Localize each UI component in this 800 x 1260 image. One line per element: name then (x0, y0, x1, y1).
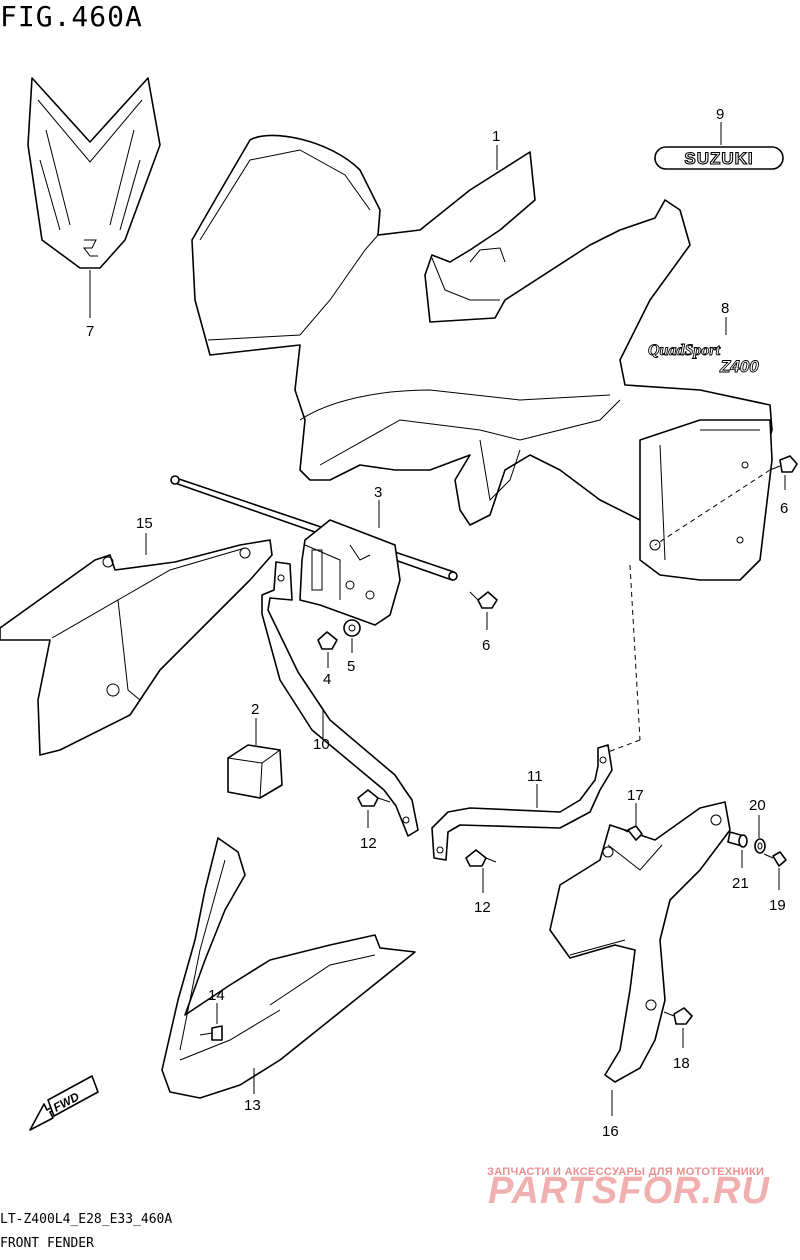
part-14-screw[interactable] (199, 1003, 223, 1041)
part-17-screw[interactable] (619, 803, 643, 841)
callout-10: 10 (313, 736, 330, 753)
callout-15: 15 (136, 515, 153, 532)
callout-13: 13 (244, 1097, 261, 1114)
part-11-right-stay[interactable] (431, 564, 641, 861)
callout-6-right: 6 (780, 500, 788, 517)
part-1-front-fender[interactable] (191, 134, 773, 581)
part-9-suzuki-decal[interactable]: SUZUKI (654, 122, 784, 170)
watermark-brand: PARTSFOR.RU (488, 1170, 770, 1212)
callout-8: 8 (721, 300, 729, 317)
callout-17: 17 (627, 787, 644, 804)
callout-12-left: 12 (360, 835, 377, 852)
quadsport-decal-text: QuadSport (648, 342, 721, 359)
callout-6-center: 6 (482, 637, 490, 654)
callout-14: 14 (208, 987, 225, 1004)
part-5-collar[interactable] (343, 619, 361, 653)
part-21-collar[interactable] (727, 831, 748, 868)
figure-name: FRONT FENDER (0, 1236, 94, 1251)
part-8-quadsport-decal[interactable]: QuadSport Z400 (648, 317, 760, 376)
part-13-lower-left-guard[interactable] (161, 837, 416, 1099)
part-19-screw[interactable] (763, 851, 787, 890)
part-12-bolt-left[interactable] (357, 789, 391, 828)
part-15-left-side-cover[interactable] (0, 533, 273, 756)
callout-21: 21 (732, 875, 749, 892)
figure-model-code: LT-Z400L4_E28_E33_460A (0, 1212, 173, 1227)
watermark-tagline: ЗАПЧАСТИ И АКСЕССУАРЫ ДЛЯ МОТОТЕХНИКИ (487, 1166, 765, 1178)
part-16-right-side-cover[interactable] (549, 801, 731, 1116)
callout-5: 5 (347, 658, 355, 675)
z400-decal-text: Z400 (719, 357, 759, 376)
fwd-arrow-icon: FWD (29, 1075, 99, 1131)
callout-18: 18 (673, 1055, 690, 1072)
part-10-left-stay[interactable] (261, 561, 419, 837)
part-2-cushion[interactable] (227, 718, 283, 799)
callout-12-right: 12 (474, 899, 491, 916)
part-4-bolt[interactable] (317, 631, 338, 668)
figure-title: FIG.460A (0, 0, 143, 33)
callout-16: 16 (602, 1123, 619, 1140)
part-20-washer[interactable] (754, 815, 766, 854)
callout-3: 3 (374, 484, 382, 501)
callout-2: 2 (251, 701, 259, 718)
callout-7: 7 (86, 323, 94, 340)
part-6-bolt-right[interactable] (654, 455, 798, 546)
part-12-bolt-right[interactable] (465, 849, 497, 893)
suzuki-decal-text: SUZUKI (684, 149, 753, 168)
callout-20: 20 (749, 797, 766, 814)
callout-4: 4 (323, 671, 331, 688)
callout-1: 1 (492, 128, 500, 145)
part-6-bolt-center[interactable] (469, 591, 498, 630)
part-18-bolt[interactable] (663, 1007, 693, 1048)
callout-9: 9 (716, 106, 724, 123)
part-3-bracket[interactable] (170, 475, 458, 626)
part-7-front-decal[interactable] (27, 77, 161, 318)
callout-11: 11 (527, 768, 543, 785)
callout-19: 19 (769, 897, 786, 914)
